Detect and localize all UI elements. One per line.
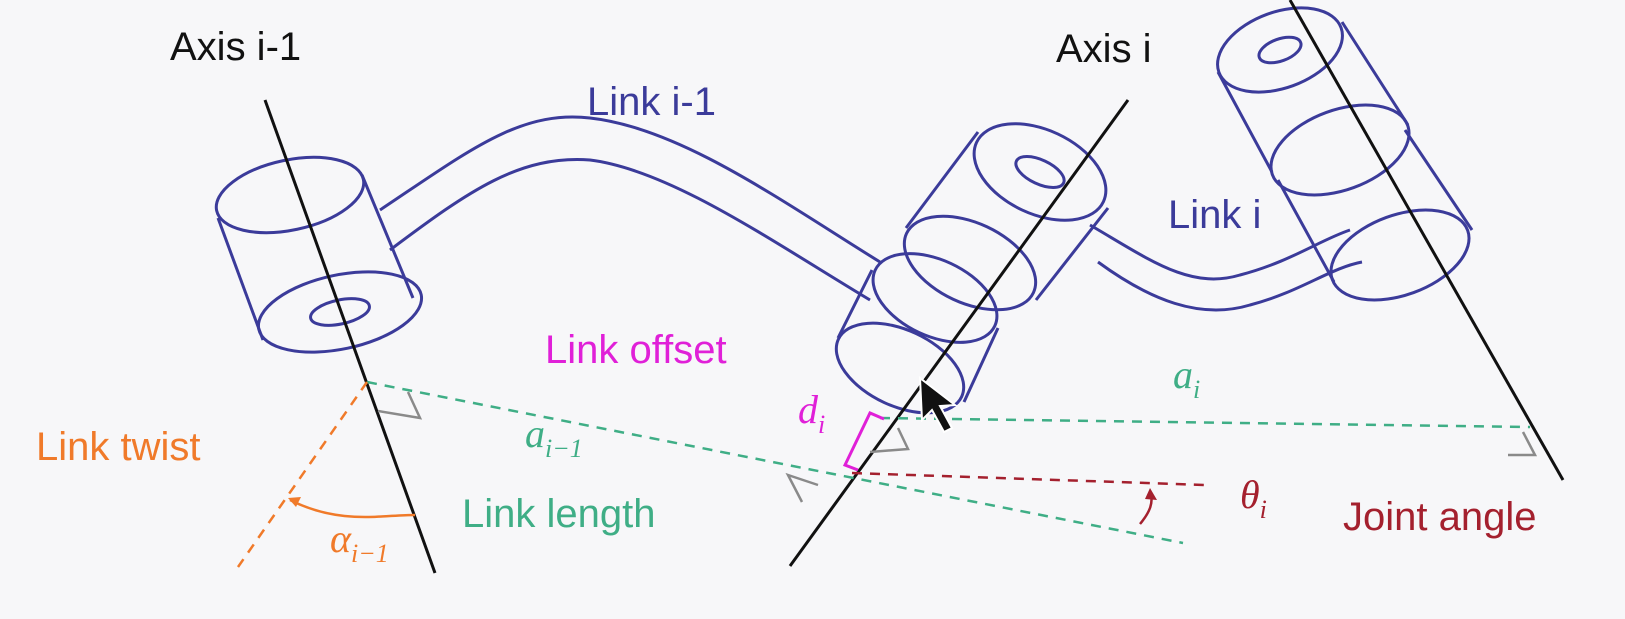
- link-twist-parallel-axis: [236, 381, 369, 568]
- link-length-normal-prev: [366, 380, 1184, 545]
- right-angle-next: [1508, 431, 1538, 457]
- link-offset-label: Link offset: [545, 328, 727, 372]
- theta-i-symbol: θi: [1240, 472, 1267, 524]
- a-prev-symbol: ai−1: [525, 411, 583, 463]
- right-angle-cur-lower: [785, 472, 819, 503]
- d-i-symbol: di: [798, 387, 825, 439]
- cylinder-i-top: [972, 122, 1108, 222]
- link-offset-bracket: [842, 411, 885, 472]
- cylinder-i-mid: [902, 214, 1038, 312]
- cylinder-i-low-bottom: [834, 321, 966, 415]
- link-twist-arrowhead: [288, 497, 301, 507]
- link-prev-arm: [379, 115, 881, 302]
- link-twist-marks: [236, 381, 416, 568]
- joint-angle-label: Joint angle: [1343, 495, 1536, 539]
- right-angle-markers: [377, 391, 1538, 503]
- cylinder-next-low: [1329, 208, 1471, 302]
- link-cur-arm: [1089, 223, 1363, 312]
- axis-prev-label: Axis i-1: [170, 25, 301, 69]
- link-length-normal-cur: [879, 416, 1531, 429]
- axis-next-line: [1288, 0, 1565, 481]
- axis-cur-line: [788, 99, 1130, 567]
- link-twist-arc: [289, 498, 416, 519]
- cylinder-prev-top: [214, 155, 366, 235]
- joint-axes: [263, 0, 1565, 574]
- cylinder-i-top-bore: [1014, 155, 1066, 189]
- cylinder-next-top-bore: [1257, 35, 1303, 65]
- right-angle-cur-upper: [869, 427, 910, 454]
- axis-prev-line: [263, 99, 437, 574]
- a-i-symbol: ai: [1173, 352, 1200, 404]
- alpha-prev-symbol: αi−1: [330, 516, 389, 568]
- link-prev-label: Link i-1: [587, 80, 716, 124]
- joint-angle-arrowhead: [1145, 488, 1157, 500]
- link-cur-label: Link i: [1168, 193, 1261, 237]
- cylinder-next-mid: [1269, 103, 1411, 197]
- joint-angle-marks: [851, 471, 1206, 525]
- cylinder-i-low-top: [871, 252, 999, 344]
- link-length-label: Link length: [462, 492, 655, 536]
- link-offset-marks: [842, 411, 885, 472]
- link-cur-body: [1089, 6, 1474, 312]
- common-normals: [366, 380, 1531, 545]
- axis-cur-label: Axis i: [1056, 27, 1152, 71]
- right-angle-prev: [377, 391, 423, 420]
- joint-i-cylinders: [834, 122, 1110, 415]
- mouse-pointer-icon: [918, 375, 958, 434]
- link-twist-label: Link twist: [36, 425, 201, 469]
- joint-angle-reference-line: [851, 471, 1206, 487]
